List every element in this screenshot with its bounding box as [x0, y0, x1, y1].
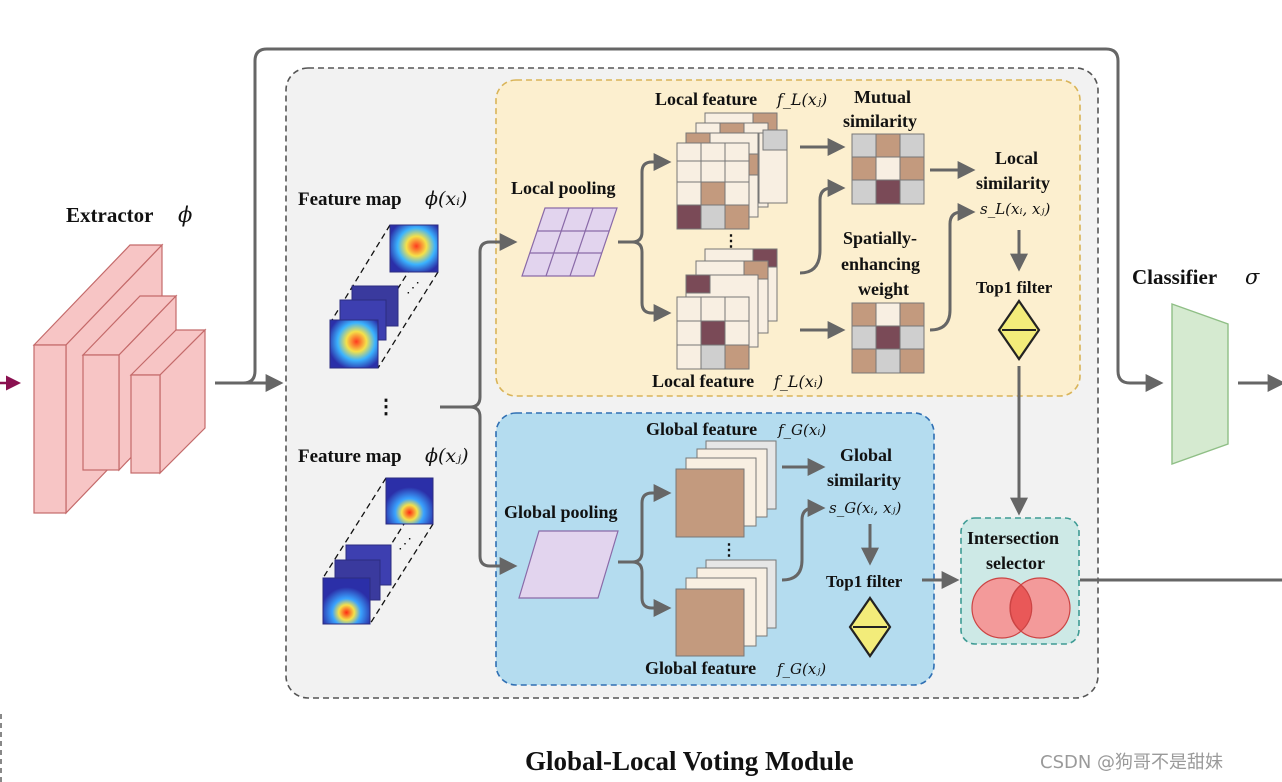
- arrow-spatial-to-local-sim: [929, 203, 976, 332]
- skip-connection-arrow: [215, 47, 1164, 392]
- global-similarity-label-1: Global: [840, 445, 892, 465]
- classifier-symbol: σ: [1245, 265, 1260, 289]
- svg-text:⋰: ⋰: [398, 537, 412, 552]
- extractor-blocks: [32, 243, 207, 515]
- local-similarity-math: s_L(xᵢ, xⱼ): [980, 200, 1050, 218]
- global-pool-fork-down: [618, 560, 672, 617]
- classifier-label: Classifier: [1132, 265, 1217, 289]
- feature-map-ellipsis: ⋮: [376, 396, 396, 418]
- top1-filter-global-icon: [848, 596, 892, 658]
- local-pooling-grid: [521, 207, 618, 277]
- global-feature-ellipsis: ⋮: [721, 542, 737, 559]
- intersection-selector-label-2: selector: [986, 553, 1045, 573]
- fork-to-global-arrow: [440, 405, 518, 575]
- top1-filter-global-label: Top1 filter: [826, 572, 903, 591]
- top1-filter-local-icon: [997, 299, 1041, 361]
- local-pool-fork-down: [618, 240, 672, 322]
- feature-map-i-math: ϕ(xᵢ): [425, 188, 467, 210]
- arrow-bottom-to-mutual: [799, 179, 846, 275]
- extractor-symbol: ϕ: [178, 203, 192, 227]
- top1-filter-local-label: Top1 filter: [976, 278, 1053, 297]
- classifier-shape: [1171, 303, 1229, 465]
- global-pooling-label: Global pooling: [504, 502, 618, 522]
- spatial-weight-label-2: enhancing: [841, 254, 920, 274]
- venn-icon: [971, 577, 1071, 639]
- global-similarity-math: s_G(xᵢ, xⱼ): [829, 499, 901, 517]
- extractor-label: Extractor: [66, 203, 153, 227]
- global-branch-box: [495, 412, 935, 686]
- mutual-similarity-label-1: Mutual: [854, 87, 911, 107]
- feature-map-i-label: Feature map: [298, 189, 402, 210]
- local-pooling-label: Local pooling: [511, 178, 616, 198]
- global-feature-cube-top: [675, 440, 777, 538]
- global-similarity-label-2: similarity: [827, 470, 901, 490]
- watermark: CSDN @狗哥不是甜妹: [1040, 752, 1223, 773]
- arrow-global-bottom-to-sim: [781, 499, 826, 582]
- feature-map-j-label: Feature map: [298, 446, 402, 467]
- svg-text:⋰: ⋰: [406, 281, 420, 296]
- spatial-weight-matrix: [851, 302, 925, 374]
- local-feature-cube-top: [676, 112, 788, 230]
- local-feature-j-math: f_L(xⱼ): [776, 90, 827, 109]
- feature-map-j-math: ϕ(xⱼ): [425, 445, 469, 467]
- local-branch-box: [495, 79, 1081, 397]
- global-feature-i-math: f_G(xᵢ): [777, 421, 826, 439]
- global-feature-j-math: f_G(xⱼ): [776, 660, 826, 678]
- global-feature-i-label: Global feature: [646, 419, 757, 439]
- spatial-weight-label-3: weight: [858, 279, 909, 299]
- spatial-weight-label-1: Spatially-: [843, 228, 917, 248]
- mutual-similarity-matrix: [851, 133, 925, 205]
- local-feature-j-label: Local feature: [655, 89, 757, 109]
- global-feature-j-label: Global feature: [645, 658, 756, 678]
- global-pooling-shape: [518, 530, 619, 599]
- global-feature-cube-bottom: [675, 559, 777, 657]
- local-feature-ellipsis: ⋮: [723, 233, 739, 250]
- local-feature-i-label: Local feature: [652, 371, 754, 391]
- local-similarity-label-2: similarity: [976, 173, 1050, 193]
- local-feature-i-math: f_L(xᵢ): [773, 372, 823, 391]
- local-similarity-label-1: Local: [995, 148, 1038, 168]
- feature-map-stack-j: ⋰: [322, 477, 434, 625]
- module-title: Global-Local Voting Module: [525, 746, 854, 776]
- local-feature-cube-bottom: [676, 248, 778, 370]
- feature-map-stack-i: ⋰: [329, 224, 439, 369]
- intersection-selector-label-1: Intersection: [967, 528, 1059, 548]
- mutual-similarity-label-2: similarity: [843, 111, 917, 131]
